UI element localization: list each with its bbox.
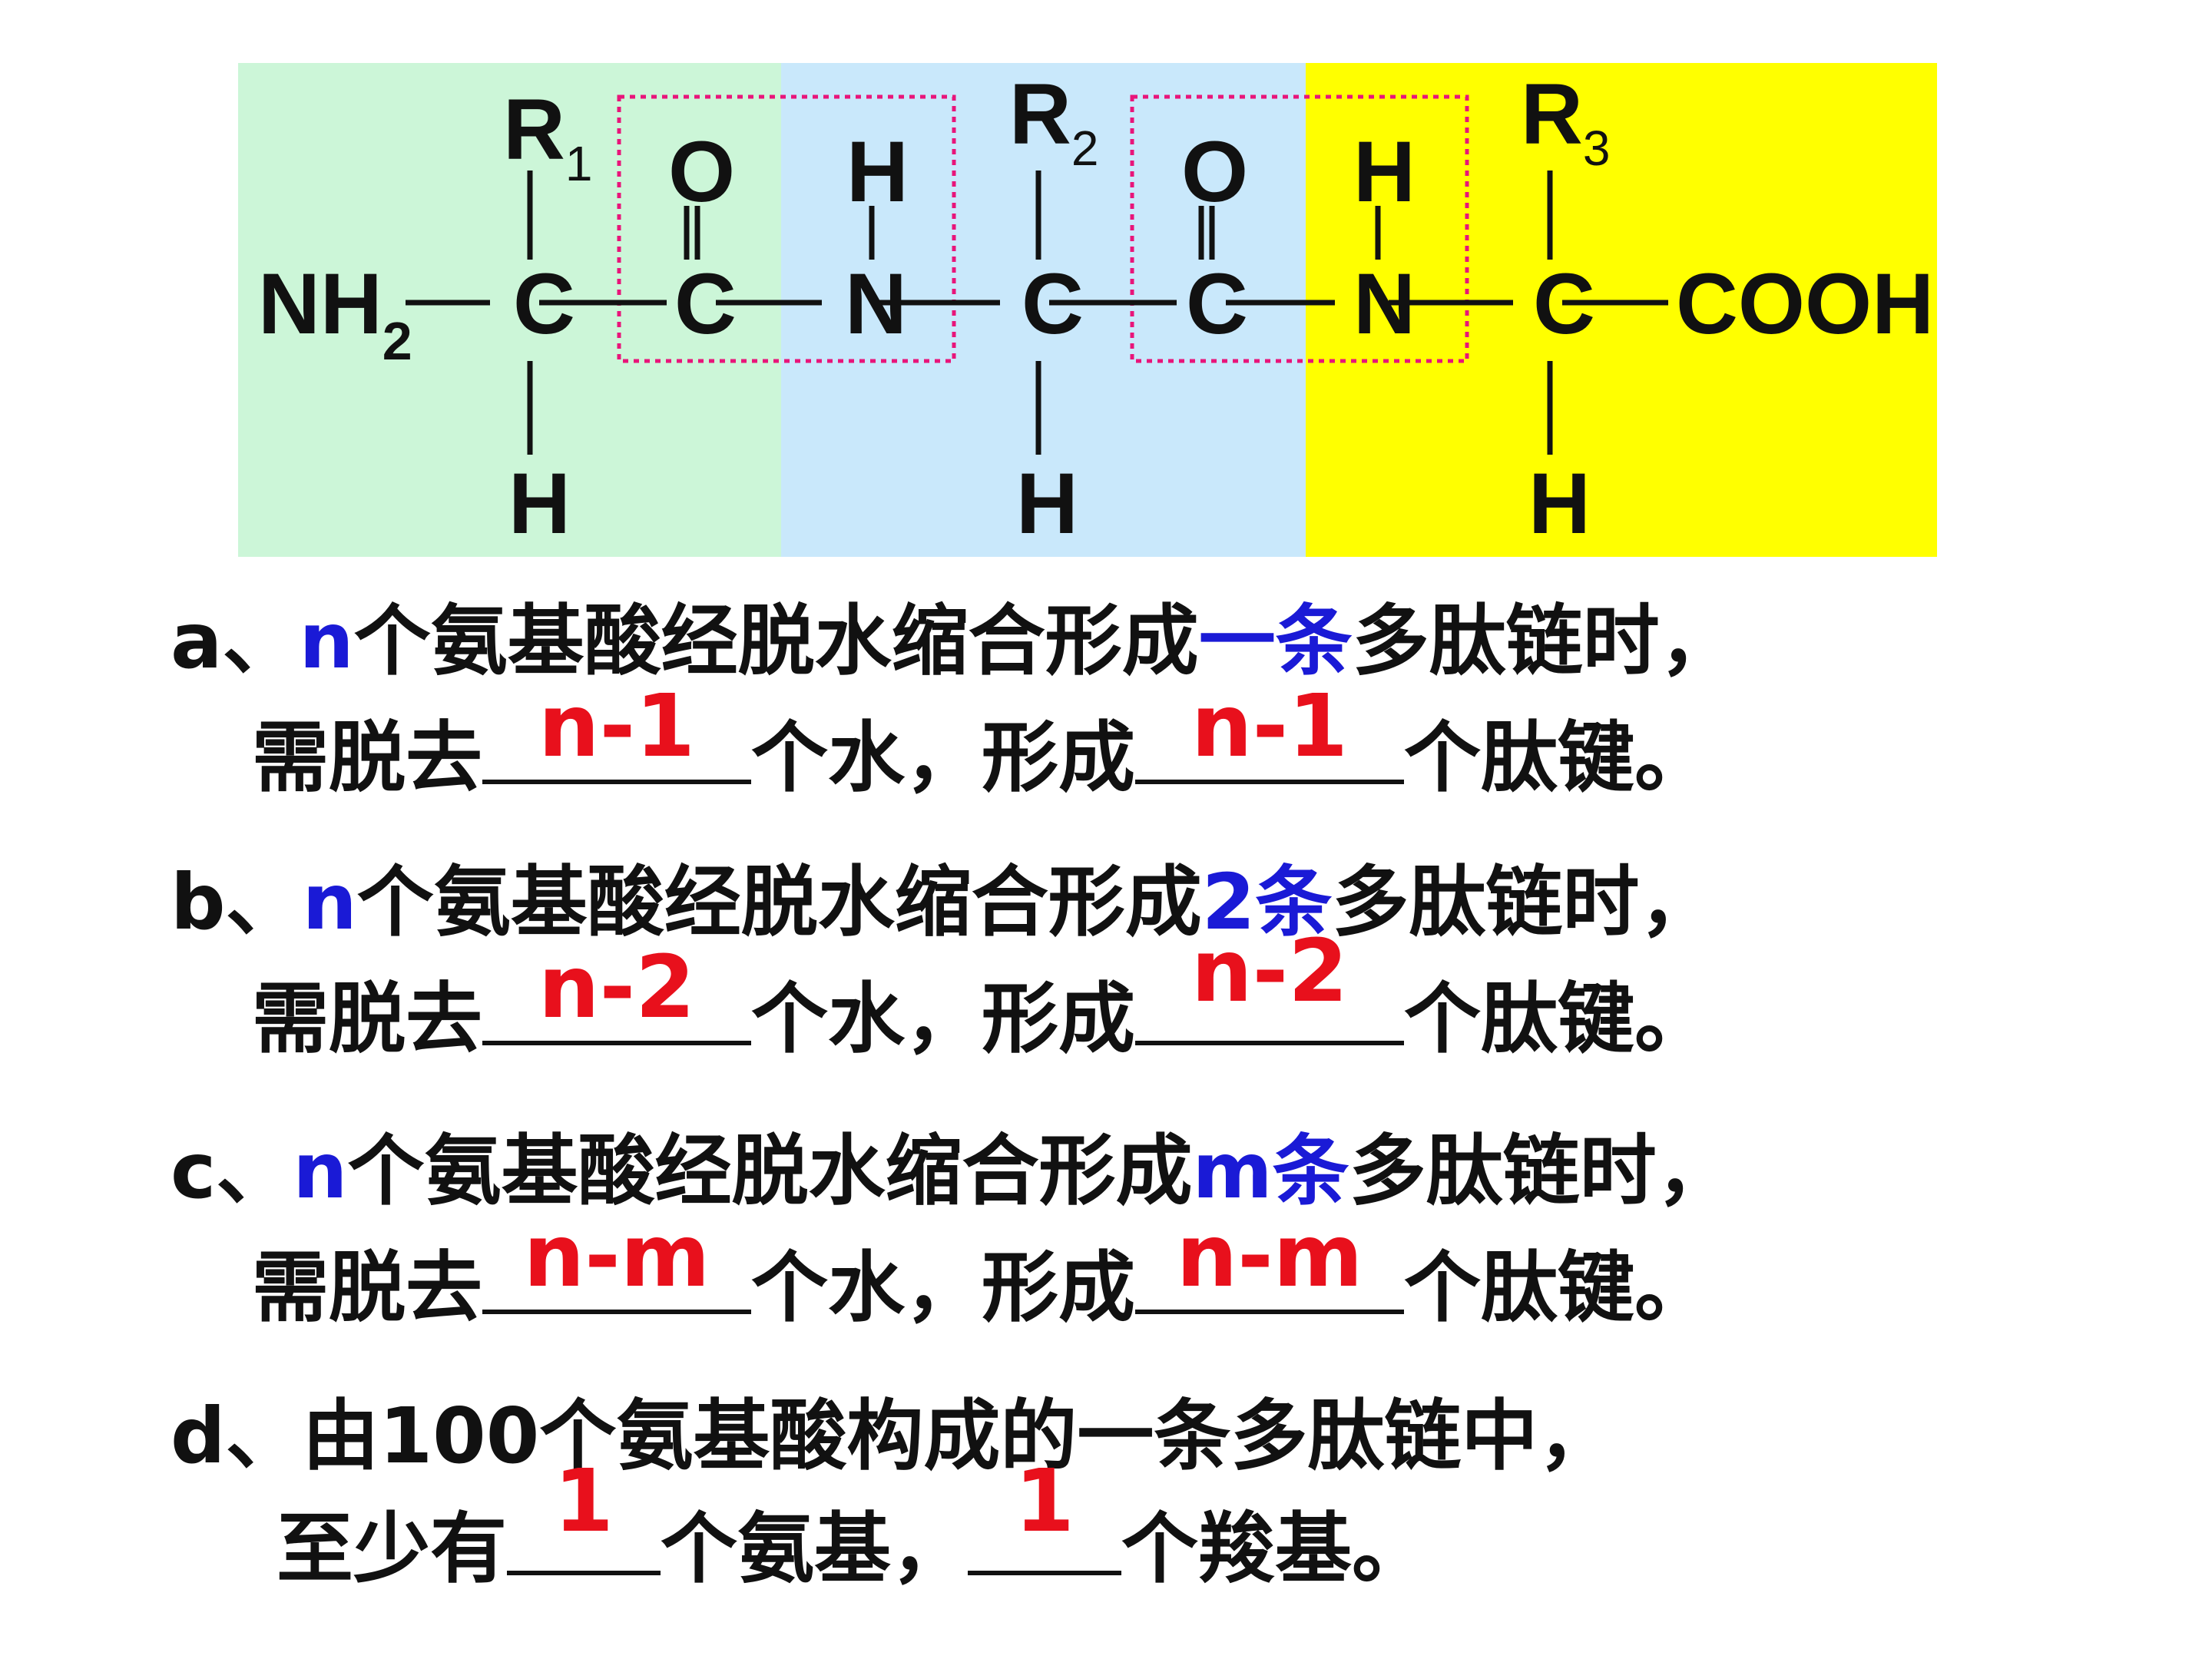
question-text: 多肽链时， [1352, 596, 1737, 686]
variable-n: n [302, 857, 357, 947]
residue-1-background [238, 63, 781, 557]
answer-carboxyl-groups: 1 [1015, 1452, 1075, 1552]
line-suffix: 个肽键。 [1404, 713, 1711, 803]
question-c-line-1: c、n个氨基酸经脱水缩合形成m条多肽链时， [171, 1133, 1734, 1210]
tripeptide-structure-diagram: NH2 C R1 H C O N H C R2 H C O N H C R3 H… [238, 63, 1937, 557]
carbonyl-carbon-1: C [674, 256, 737, 352]
answer-blank-peptide-bonds[interactable]: n-2 [1135, 929, 1404, 1045]
answer-amino-groups: 1 [554, 1452, 614, 1552]
question-text: 多肽链时， [1349, 1126, 1734, 1216]
question-text: 多肽链时， [1332, 857, 1717, 947]
line-mid: 个水，形成 [751, 713, 1135, 803]
line-mid: 个氨基， [661, 1504, 968, 1594]
line-suffix: 个羧基。 [1121, 1504, 1429, 1594]
alpha-carbon-3: C [1533, 256, 1595, 352]
peptide-bond-box-2 [1130, 94, 1469, 363]
line-mid: 个水，形成 [751, 1243, 1135, 1333]
question-label: b、 [171, 857, 303, 947]
side-chain-r1: R1 [503, 81, 592, 191]
side-chain-r3: R3 [1521, 66, 1610, 176]
question-text: 个氨基酸经脱水缩合形成 [356, 857, 1202, 947]
peptide-bond-box-1 [617, 94, 956, 363]
alpha-carbon-1: C [513, 256, 575, 352]
amino-group: NH2 [258, 256, 412, 371]
line-suffix: 个肽键。 [1404, 1243, 1711, 1333]
answer-peptide-bonds: n-1 [1190, 676, 1349, 777]
hydrogen-calpha-2: H [1016, 455, 1078, 551]
variable-n: n [299, 596, 354, 686]
line-suffix: 个肽键。 [1404, 974, 1711, 1064]
answer-blank-water[interactable]: n-m [482, 1214, 751, 1314]
answer-blank-amino-groups[interactable]: 1 [507, 1459, 661, 1575]
answer-peptide-bonds: n-m [1176, 1206, 1363, 1306]
answer-blank-water[interactable]: n-1 [482, 684, 751, 784]
question-label: c、 [171, 1126, 293, 1216]
nitrogen-1: N [845, 256, 907, 352]
variable-n: n [293, 1126, 348, 1216]
chain-count: m条 [1192, 1126, 1349, 1216]
carbonyl-carbon-2: C [1186, 256, 1248, 352]
answer-water: n-1 [538, 676, 696, 777]
line-mid: 个水，形成 [751, 974, 1135, 1064]
answer-water: n-m [523, 1206, 710, 1306]
residue-3-background [1306, 63, 1937, 557]
question-d-line-1: d、由100个氨基酸构成的一条多肽链中， [171, 1398, 1614, 1475]
line-prefix: 至少有 [276, 1504, 507, 1594]
nitrogen-2: N [1353, 256, 1416, 352]
answer-blank-peptide-bonds[interactable]: n-1 [1135, 684, 1404, 784]
chain-count: 2条 [1201, 857, 1333, 947]
question-text: 个氨基酸经脱水缩合形成 [353, 596, 1199, 686]
question-text: 个氨基酸经脱水缩合形成 [347, 1126, 1193, 1216]
answer-peptide-bonds: n-2 [1190, 922, 1349, 1022]
question-a-line-1: a、n个氨基酸经脱水缩合形成一条多肽链时， [171, 603, 1737, 680]
oxygen-1: O [668, 124, 735, 220]
oxygen-2: O [1181, 124, 1248, 220]
hydrogen-calpha-3: H [1528, 455, 1591, 551]
residue-2-background [781, 63, 1306, 557]
answer-blank-carboxyl-groups[interactable]: 1 [968, 1459, 1121, 1575]
question-label: a、 [171, 596, 300, 686]
line-prefix: 需脱去 [252, 1243, 482, 1333]
carboxyl-group: COOH [1676, 256, 1934, 352]
line-prefix: 需脱去 [252, 974, 482, 1064]
answer-blank-peptide-bonds[interactable]: n-m [1135, 1214, 1404, 1314]
line-prefix: 需脱去 [252, 713, 482, 803]
side-chain-r2: R2 [1009, 66, 1098, 176]
answer-blank-water[interactable]: n-2 [482, 945, 751, 1045]
hydrogen-n-2: H [1353, 124, 1416, 220]
chain-count: 一条 [1198, 596, 1353, 686]
answer-water: n-2 [538, 937, 696, 1038]
question-label: d、 [171, 1391, 303, 1481]
hydrogen-n-1: H [846, 124, 909, 220]
alpha-carbon-2: C [1022, 256, 1084, 352]
hydrogen-calpha-1: H [508, 455, 571, 551]
question-text: 由100个氨基酸构成的一条多肽链中， [302, 1391, 1615, 1481]
question-b-line-1: b、n个氨基酸经脱水缩合形成2条多肽链时， [171, 864, 1716, 941]
